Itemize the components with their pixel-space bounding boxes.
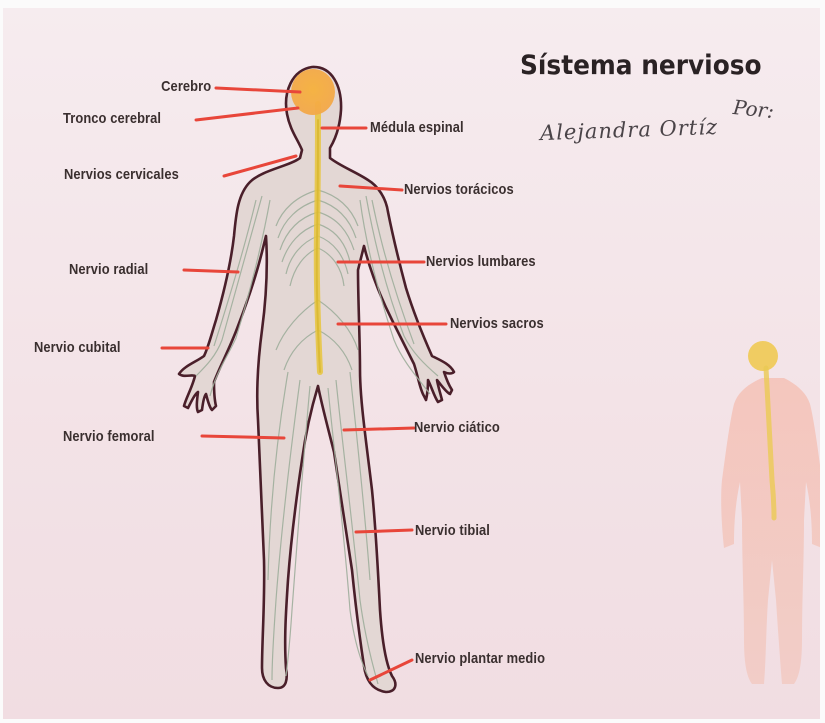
frame-right-edge [820,0,825,723]
label-nervios-lumbares: Nervios lumbares [426,253,536,270]
author-prefix: Por: [732,95,775,123]
frame-left-edge [0,0,3,723]
label-nervio-plantar-medio: Nervio plantar medio [415,650,545,667]
label-cerebro: Cerebro [161,78,211,95]
label-nervio-femoral: Nervio femoral [63,428,155,445]
faded-figure-body [721,378,823,684]
label-nervio-ciatico: Nervio ciático [414,419,500,436]
frame-bottom-edge [0,719,825,723]
label-tronco-cerebral: Tronco cerebral [63,110,161,127]
label-nervio-tibial: Nervio tibial [415,522,490,539]
faded-figure-head [748,341,778,371]
label-nervios-sacros: Nervios sacros [450,315,544,332]
leader-tronco-cerebral [196,108,298,120]
spinal-cord [317,104,320,372]
label-nervios-cervicales: Nervios cervicales [64,166,179,183]
leader-nervio-radial [184,270,238,272]
label-nervio-cubital: Nervio cubital [34,339,121,356]
leader-nervio-ciatico [344,428,414,430]
label-medula-espinal: Médula espinal [370,119,464,136]
label-nervios-toracicos: Nervios torácicos [404,181,514,198]
faded-figure [721,341,823,684]
label-nervio-radial: Nervio radial [69,261,148,278]
frame-top-edge [0,0,825,8]
leader-nervio-femoral [202,436,284,438]
leader-nervio-tibial [356,530,412,532]
diagram-title: Sístema nervioso [520,50,762,81]
